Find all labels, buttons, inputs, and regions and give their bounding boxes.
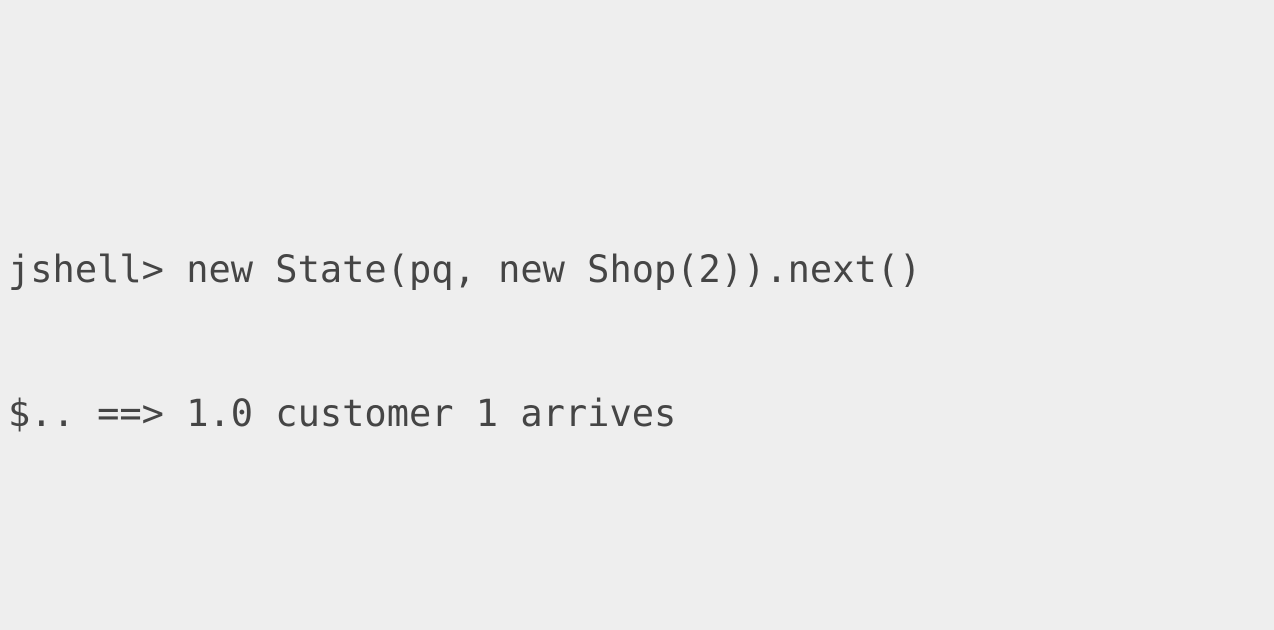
command-text: new State(pq, new Shop(2)).next() (186, 248, 922, 291)
output-line: $.. ==> 1.0 customer 1 arrives (8, 392, 677, 435)
command-block: jshell> new State(pq, new Shop(2)).next()… (8, 150, 1274, 534)
prompt-line: jshell> new State(pq, new Shop(2)).next() (8, 246, 1274, 294)
jshell-prompt: jshell> (8, 248, 164, 291)
